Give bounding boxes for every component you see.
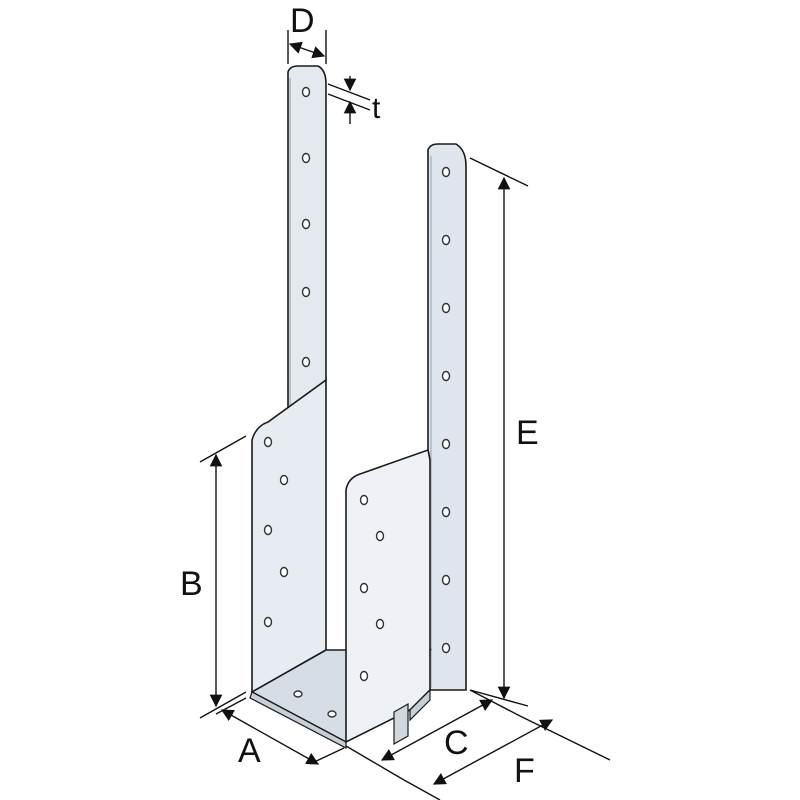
left-side-plate [251, 378, 327, 694]
dim-label-d: D [290, 2, 315, 40]
dim-label-c: C [444, 724, 469, 762]
nail-holes [263, 86, 451, 718]
dim-label-t: t [372, 92, 381, 125]
dim-label-b: B [180, 565, 203, 603]
left-strap [287, 65, 327, 410]
dim-label-f: F [514, 752, 535, 790]
right-side-plate [345, 448, 431, 744]
dim-label-a: A [238, 732, 261, 770]
dimension-lines [199, 30, 611, 800]
right-strap [427, 143, 467, 691]
dim-label-e: E [516, 414, 539, 452]
